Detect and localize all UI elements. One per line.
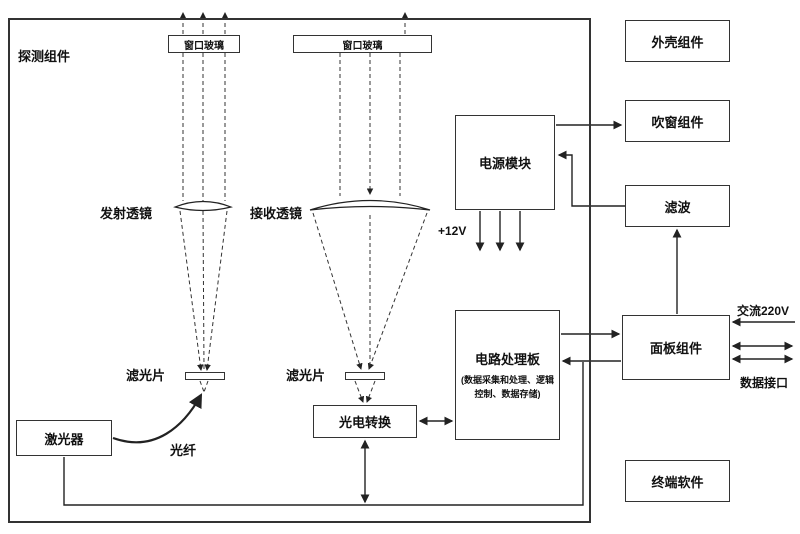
plus-12v-label: +12V bbox=[438, 224, 467, 238]
detection-assembly-label: 探测组件 bbox=[18, 49, 71, 64]
terminal-software-box: 终端软件 bbox=[625, 460, 730, 502]
laser-box: 激光器 bbox=[16, 420, 112, 456]
receive-lens-label: 接收透镜 bbox=[250, 206, 303, 221]
circuit-board-box: 电路处理板 (数据采集和处理、逻辑控制、数据存储) bbox=[455, 310, 560, 440]
detection-assembly-outline bbox=[8, 18, 591, 523]
power-module-box: 电源模块 bbox=[455, 115, 555, 210]
housing-assembly-box: 外壳组件 bbox=[625, 20, 730, 62]
photoelectric-conversion-box: 光电转换 bbox=[313, 405, 417, 438]
filter-strip-1 bbox=[185, 372, 225, 380]
filter-module-box: 滤波 bbox=[625, 185, 730, 227]
window-glass-2-box: 窗口玻璃 bbox=[293, 35, 432, 53]
ac220v-label: 交流220V bbox=[737, 304, 790, 318]
filter-strip-1-label: 滤光片 bbox=[126, 368, 166, 383]
blow-window-assembly-box: 吹窗组件 bbox=[625, 100, 730, 142]
filter-strip-2 bbox=[345, 372, 385, 380]
filter-strip-2-label: 滤光片 bbox=[286, 368, 326, 383]
panel-assembly-box: 面板组件 bbox=[622, 315, 730, 380]
circuit-board-subtitle: (数据采集和处理、逻辑控制、数据存储) bbox=[461, 375, 554, 399]
window-glass-1-box: 窗口玻璃 bbox=[168, 35, 240, 53]
transmit-lens-label: 发射透镜 bbox=[100, 206, 153, 221]
fiber-label: 光纤 bbox=[170, 443, 197, 458]
circuit-board-title: 电路处理板 bbox=[474, 352, 540, 367]
data-interface-label: 数据接口 bbox=[740, 376, 789, 390]
